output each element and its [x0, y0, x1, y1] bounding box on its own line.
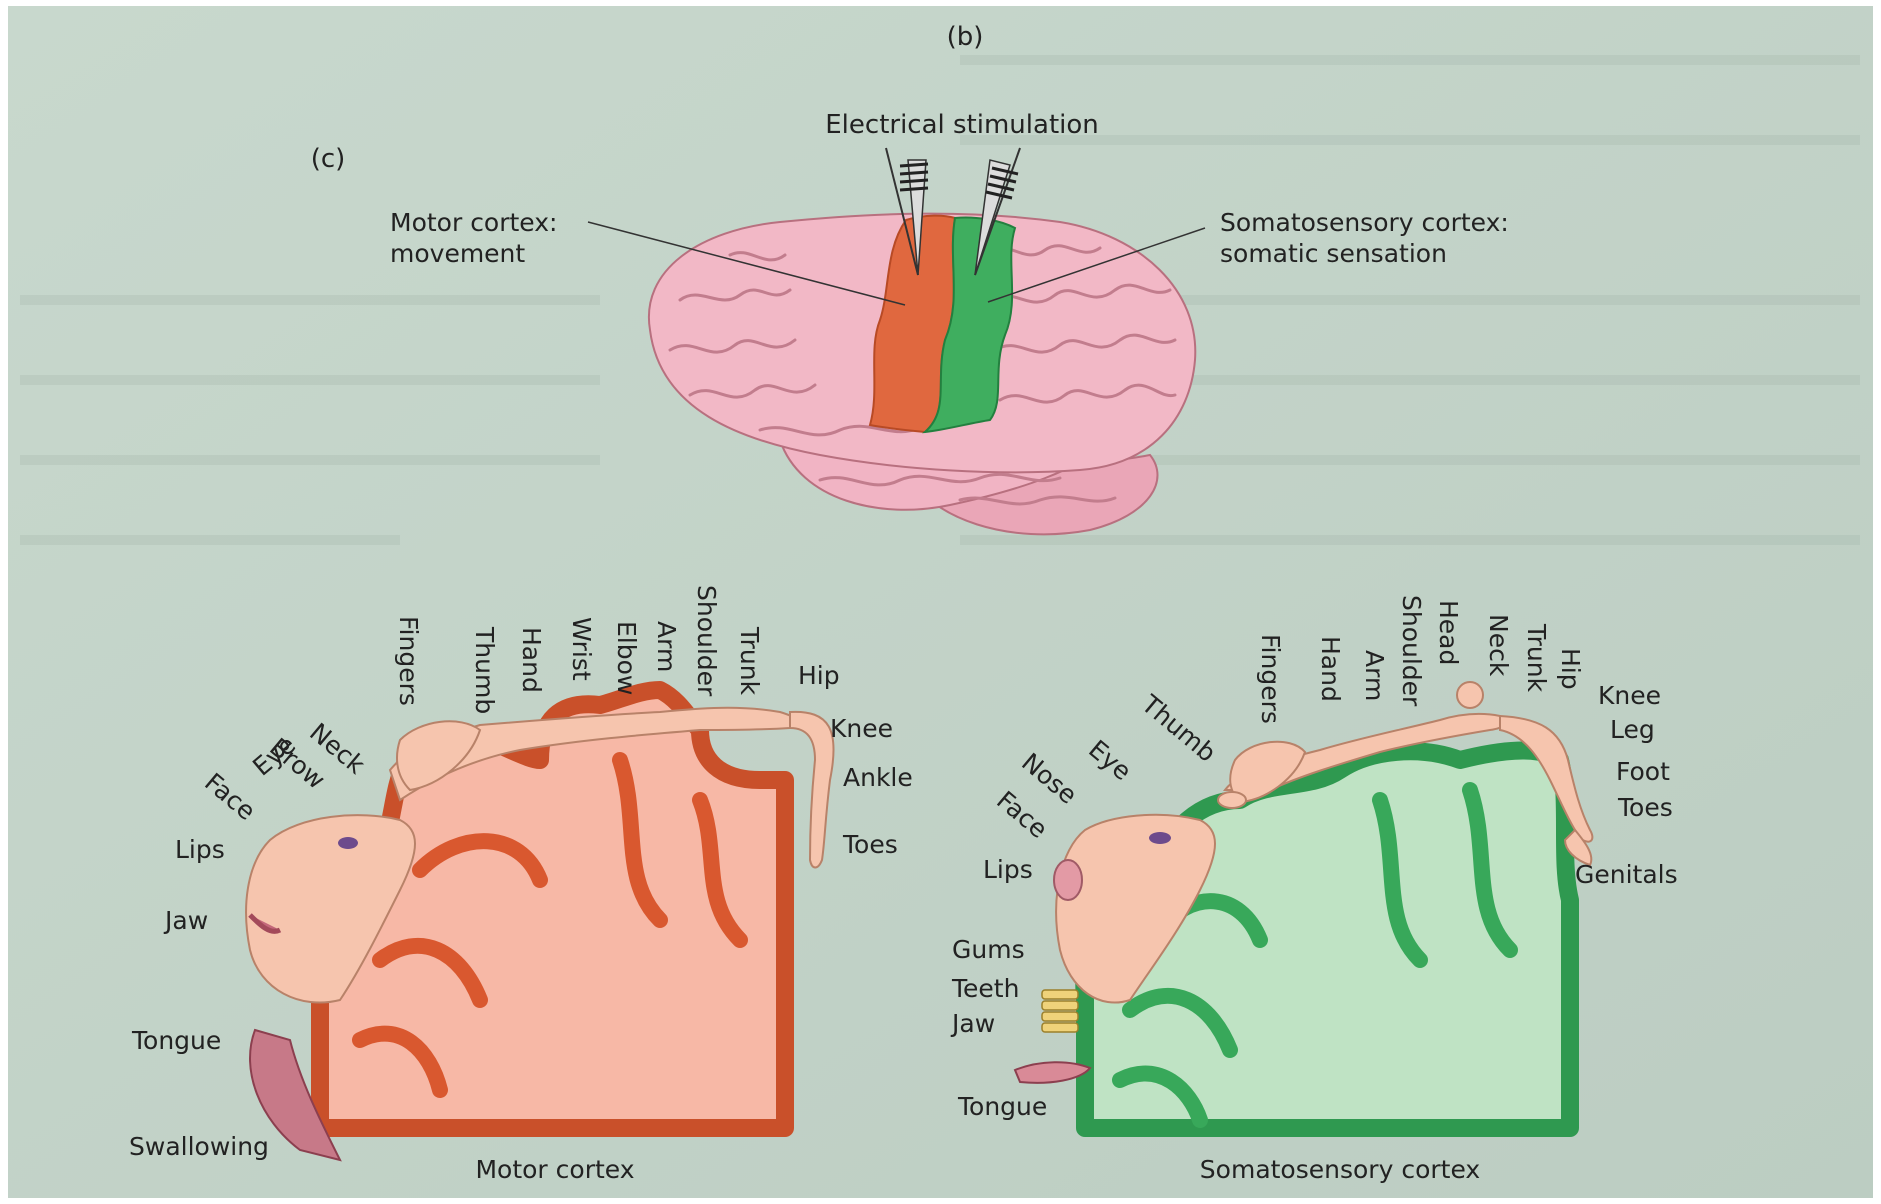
motor-label-toes: Toes [842, 830, 898, 859]
somato-label-teeth: Teeth [951, 974, 1019, 1003]
motor-label-hand: Hand [517, 627, 546, 693]
somato-label-foot: Foot [1616, 757, 1670, 786]
motor-label-wrist: Wrist [567, 617, 596, 681]
motor-label-tongue: Tongue [131, 1026, 221, 1055]
somato-label-hand: Hand [1316, 636, 1345, 702]
panel-label-b: (b) [947, 22, 984, 52]
motor-label-swallowing: Swallowing [129, 1132, 269, 1161]
motor-label-ankle: Ankle [843, 763, 913, 792]
somato-label-neck: Neck [1484, 614, 1513, 677]
somato-label-gums: Gums [952, 935, 1025, 964]
somato-label-toes: Toes [1617, 793, 1673, 822]
motor-label-fingers: Fingers [394, 616, 423, 706]
motor-label-elbow: Elbow [612, 621, 641, 695]
motor-cortex-label: Motor cortex: [390, 208, 557, 237]
somato-label-jaw: Jaw [950, 1009, 995, 1038]
somatosensory-cortex-sublabel: somatic sensation [1220, 239, 1447, 268]
motor-label-lips: Lips [175, 835, 225, 864]
somato-label-hip: Hip [1556, 648, 1585, 690]
motor-label-shoulder: Shoulder [692, 585, 721, 697]
somato-label-fingers: Fingers [1256, 634, 1285, 724]
somato-label-head: Head [1434, 600, 1463, 665]
motor-label-thumb: Thumb [470, 626, 499, 714]
motor-label-hip: Hip [798, 661, 840, 690]
somato-label-leg: Leg [1610, 715, 1655, 744]
somatosensory-cortex-caption: Somatosensory cortex [1200, 1155, 1480, 1184]
page-background [8, 6, 1873, 1198]
motor-label-jaw: Jaw [163, 906, 208, 935]
electrical-stimulation-label: Electrical stimulation [825, 110, 1099, 140]
somatosensory-cortex-label: Somatosensory cortex: [1220, 208, 1509, 237]
somato-label-lips: Lips [983, 855, 1033, 884]
panel-label-c: (c) [311, 144, 346, 174]
somato-label-tongue: Tongue [957, 1092, 1047, 1121]
somato-label-trunk: Trunk [1522, 623, 1551, 693]
somato-label-knee: Knee [1598, 681, 1661, 710]
somato-label-shoulder: Shoulder [1397, 595, 1426, 707]
motor-label-trunk: Trunk [735, 626, 764, 696]
motor-cortex-sublabel: movement [390, 239, 525, 268]
motor-label-arm: Arm [652, 621, 681, 672]
somato-label-arm: Arm [1360, 650, 1389, 701]
somato-label-genitals: Genitals [1575, 860, 1678, 889]
motor-cortex-caption: Motor cortex [475, 1155, 634, 1184]
motor-label-knee: Knee [830, 714, 893, 743]
